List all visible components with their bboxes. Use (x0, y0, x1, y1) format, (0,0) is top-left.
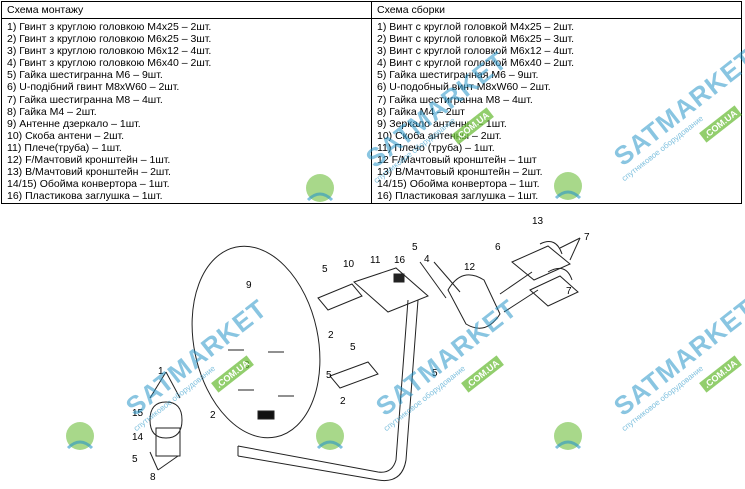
list-item: 12 F/Мачтовый кронштейн – 1шт (377, 154, 537, 167)
label-14: 14 (132, 432, 144, 443)
plastic-cap (393, 273, 405, 283)
u-bolt (547, 267, 573, 281)
column-title-ukrainian: Схема монтажу (2, 4, 371, 19)
list-item: 12) F/Мачтовий кронштейн – 1шт. (7, 154, 171, 167)
column-title-russian: Схема сборки (372, 4, 741, 19)
leader-line (149, 371, 167, 399)
converter-holder (149, 401, 183, 439)
list-item: 3) Винт с круглой головкой М6х12 – 4шт. (377, 45, 575, 58)
leader-line (149, 451, 159, 471)
list-item: 6) U-подобный винт М8хW60 – 2шт. (377, 81, 551, 94)
parts-table: Схема монтажу 1) Гвинт з круглою головко… (1, 1, 742, 204)
label-5: 5 (432, 368, 438, 379)
list-item: 10) Скоба антени – 2шт. (7, 129, 125, 142)
parts-list-ukrainian: 1) Гвинт з круглою головкою М4х25 – 2шт.… (7, 21, 366, 202)
list-item: 13) В/Мачтовий кронштейн – 2шт. (7, 166, 171, 179)
label-2: 2 (210, 410, 216, 421)
label-1: 1 (158, 366, 164, 377)
dish-label-plate (257, 410, 275, 420)
label-15: 15 (132, 408, 144, 419)
list-item: 14/15) Обойма конвертора – 1шт. (7, 178, 170, 191)
label-7: 7 (566, 286, 572, 297)
leader-line (157, 455, 179, 471)
label-16: 16 (394, 255, 406, 266)
list-item: 9) Зеркало антенны – 1шт. (377, 117, 507, 130)
parts-list-russian: 1) Винт с круглой головкой М4х25 – 2шт. … (377, 21, 736, 202)
f-mast-bracket-arm (499, 271, 539, 313)
list-item: 8) Гайка М4 – 2шт (377, 105, 465, 118)
list-item: 2) Гвинт з круглою головкою М6х25 – 3шт. (7, 33, 212, 46)
list-item: 16) Пластиковая заглушка – 1шт. (377, 190, 539, 203)
label-5: 5 (350, 342, 356, 353)
v-mast-bracket-lower (529, 275, 579, 307)
mast-bracket-plate (353, 267, 429, 313)
assembly-diagram: 9 10 5 2 11 16 5 4 12 6 13 7 7 5 5 2 5 3… (132, 216, 590, 483)
antenna-bracket-upper (317, 283, 363, 311)
v-mast-bracket-upper (511, 245, 571, 281)
list-item: 2) Винт с круглой головкой М6х25 – 3шт. (377, 33, 575, 46)
label-12: 12 (464, 262, 476, 273)
u-bolt (539, 241, 563, 255)
list-item: 11) Плече(труба) – 1шт. (7, 141, 122, 154)
leader-line (569, 237, 581, 261)
label-5: 5 (412, 242, 418, 253)
list-item: 5) Гайка шестигранная М6 – 9шт. (377, 69, 539, 82)
leader-line (419, 261, 447, 299)
label-13: 13 (532, 216, 544, 227)
label-8: 8 (150, 472, 156, 483)
label-4: 4 (424, 254, 430, 265)
label-2: 2 (328, 330, 334, 341)
list-item: 10) Скоба антенны – 2шт. (377, 129, 502, 142)
list-item: 16) Пластикова заглушка – 1шт. (7, 190, 163, 203)
label-2: 2 (340, 396, 346, 407)
label-5: 5 (132, 454, 138, 465)
list-item: 9) Антенне дзеркало – 1шт. (7, 117, 141, 130)
leader-line (559, 237, 581, 249)
f-mast-bracket (447, 274, 501, 329)
list-item: 14/15) Обойма конвертора – 1шт. (377, 178, 540, 191)
list-item: 7) Гайка шестигранна М8 – 4шт. (377, 93, 533, 106)
list-item: 13) В/Мачтовый кронштейн – 2шт. (377, 166, 543, 179)
label-10: 10 (343, 259, 355, 270)
label-3: 3 (244, 360, 250, 371)
list-item: 4) Винт с круглой головкой М6х40 – 2шт. (377, 57, 575, 70)
label-9: 9 (246, 280, 252, 291)
feed-arm-inner (237, 299, 419, 482)
label-5: 5 (326, 370, 332, 381)
parts-column-russian: Схема сборки 1) Винт с круглой головкой … (371, 2, 741, 203)
dish-reflector (191, 245, 321, 439)
label-5: 5 (322, 264, 328, 275)
list-item: 6) U-подібний гвинт М8хW60 – 2шт. (7, 81, 180, 94)
converter-clamp (155, 427, 181, 457)
leader-line (165, 371, 181, 399)
list-item: 8) Гайка М4 – 2шт. (7, 105, 97, 118)
list-item: 1) Гвинт з круглою головкою М4х25 – 2шт. (7, 21, 212, 33)
list-item: 11) Плечо (труба) – 1шт. (377, 141, 495, 154)
list-item: 4) Гвинт з круглою головкою М6х40 – 2шт. (7, 57, 212, 70)
list-item: 3) Гвинт з круглою головкою М6х12 – 4шт. (7, 45, 212, 58)
feed-arm (237, 299, 409, 473)
leader-line (433, 261, 461, 293)
list-item: 5) Гайка шестигранна М6 – 9шт. (7, 69, 163, 82)
list-item: 7) Гайка шестигранна М8 – 4шт. (7, 93, 163, 106)
parts-column-ukrainian: Схема монтажу 1) Гвинт з круглою головко… (2, 2, 371, 203)
label-6: 6 (495, 242, 501, 253)
list-item: 1) Винт с круглой головкой М4х25 – 2шт. (377, 21, 575, 33)
label-11: 11 (370, 255, 381, 266)
label-7: 7 (584, 232, 590, 243)
antenna-bracket-lower (329, 361, 379, 389)
